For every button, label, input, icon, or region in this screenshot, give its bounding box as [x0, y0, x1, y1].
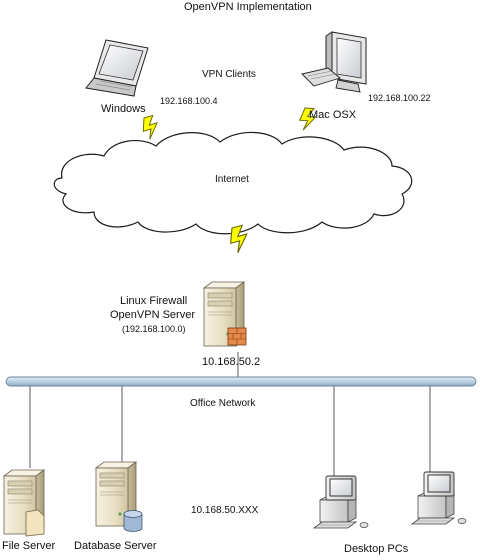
laptop-icon — [85, 39, 149, 97]
mac-client-label: Mac OSX — [309, 109, 357, 121]
mac-client-ip: 192.168.100.22 — [368, 93, 431, 103]
database-cylinder-icon — [123, 510, 143, 532]
firewall-lan-ip: 10.168.50.2 — [202, 356, 261, 368]
internet-cloud — [53, 131, 413, 235]
desktop-pcs-label: Desktop PCs — [344, 543, 409, 555]
windows-client-label: Windows — [101, 103, 146, 115]
vpn-subnet-label: (192.168.100.0) — [122, 324, 186, 334]
vpn-clients-label: VPN Clients — [202, 69, 256, 80]
office-network-backbone — [5, 376, 477, 387]
file-server-label: File Server — [2, 540, 56, 552]
file-icon — [25, 509, 45, 537]
database-server-label: Database Server — [74, 540, 157, 552]
firewall-label-line1: Linux Firewall — [120, 295, 188, 307]
internet-label: Internet — [215, 174, 249, 185]
desktop-pc-icon — [411, 471, 467, 525]
firewall-label-line2: OpenVPN Server — [110, 309, 195, 321]
desktop-pc-icon — [313, 475, 369, 529]
windows-client-ip: 192.168.100.4 — [160, 96, 218, 106]
lightning-bolt-windows-icon — [140, 114, 161, 141]
desktop-monitor-icon — [301, 31, 367, 93]
firewall-brick-icon — [227, 327, 247, 346]
links — [29, 352, 431, 476]
lan-hosts-label: 10.168.50.XXX — [191, 505, 259, 516]
office-network-label: Office Network — [190, 398, 256, 409]
diagram-title: OpenVPN Implementation — [184, 1, 312, 13]
